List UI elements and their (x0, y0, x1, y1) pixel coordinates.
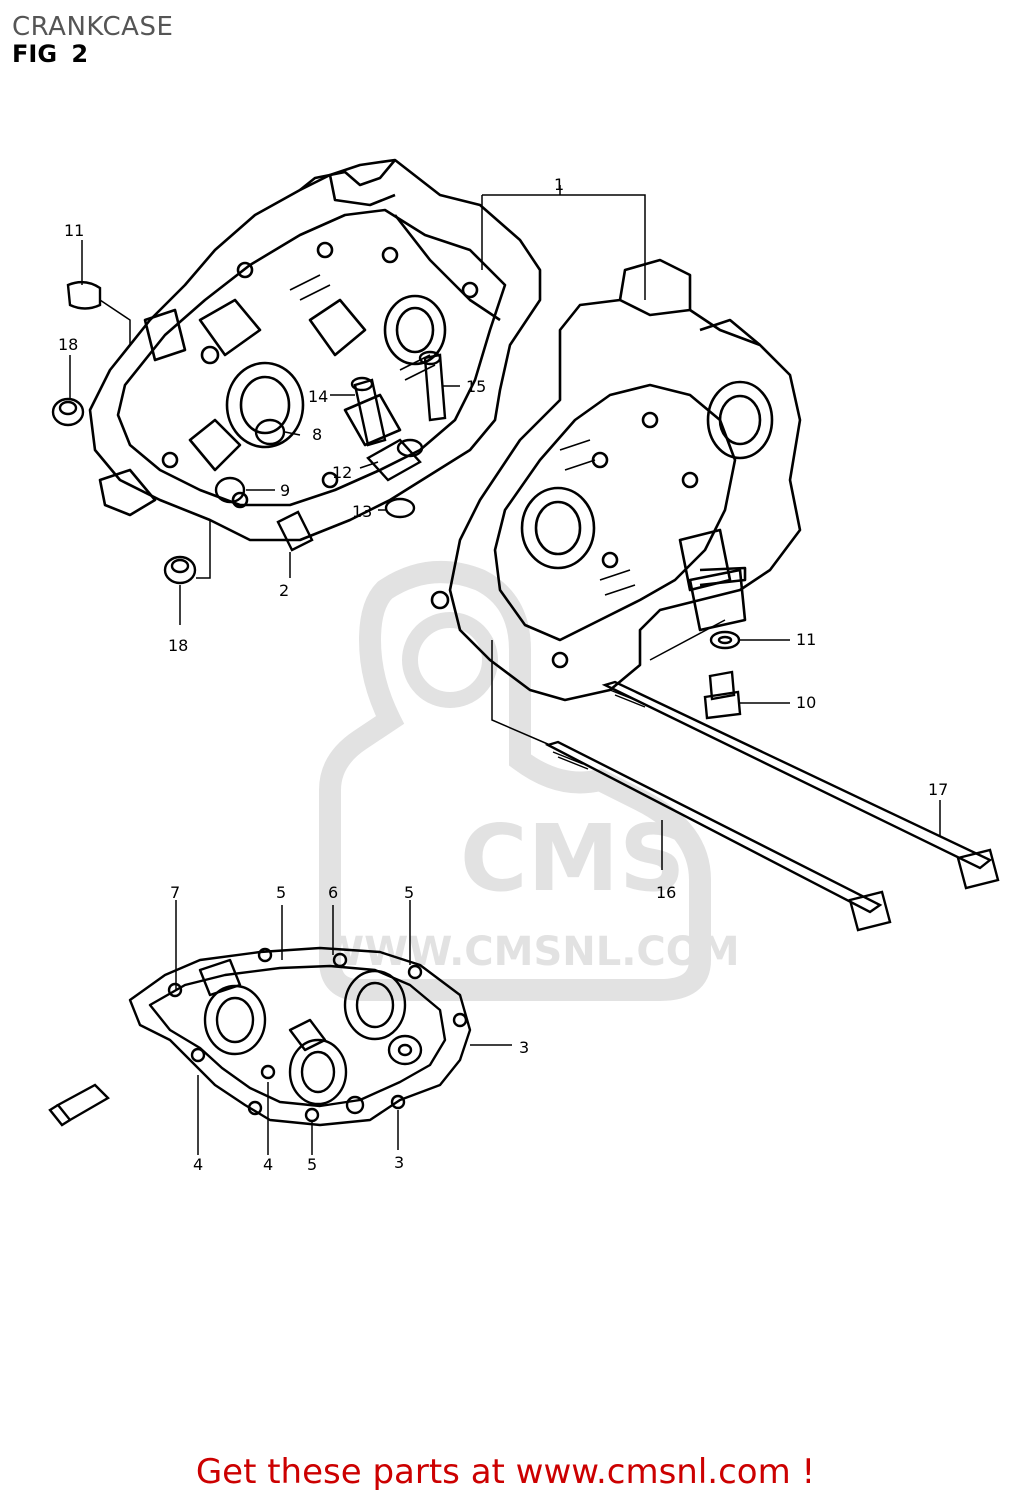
callout-5-b: 5 (404, 883, 414, 902)
crankcase-inner-view (128, 946, 472, 1127)
callout-11-top: 11 (64, 221, 84, 240)
callout-6: 6 (328, 883, 338, 902)
callout-18-top: 18 (58, 335, 78, 354)
figure-label: FIG 2 (12, 40, 89, 68)
callout-3-right: 3 (519, 1038, 529, 1057)
small-parts (51, 280, 1000, 932)
callout-2: 2 (279, 581, 289, 600)
callout-1: 1 (554, 175, 564, 194)
leader-lines (69, 185, 941, 1155)
callout-13: 13 (352, 502, 372, 521)
callout-14: 14 (308, 387, 328, 406)
callout-7: 7 (170, 883, 180, 902)
watermark-logo: CMS WWW.CMSNL.COM (319, 561, 740, 1001)
callout-11: 11 (796, 630, 816, 649)
callout-5-c: 5 (307, 1155, 317, 1174)
left-crankcase-half (88, 158, 542, 542)
callout-17: 17 (928, 780, 948, 799)
callout-12: 12 (332, 463, 352, 482)
callout-10: 10 (796, 693, 816, 712)
callout-4-a: 4 (193, 1155, 203, 1174)
callout-18-bottom: 18 (168, 636, 188, 655)
callout-15: 15 (466, 377, 486, 396)
callout-16: 16 (656, 883, 676, 902)
watermark-url: WWW.CMSNL.COM (320, 929, 740, 975)
page-title: CRANKCASE (12, 12, 174, 42)
callout-9: 9 (280, 481, 290, 500)
callout-numbers: 1 11 18 14 15 8 12 9 13 2 18 11 10 17 16… (58, 175, 948, 1174)
watermark-brand: CMS (460, 805, 685, 912)
front-arrow-icon (48, 1083, 110, 1127)
callout-5-a: 5 (276, 883, 286, 902)
get-parts-link[interactable]: Get these parts at www.cmsnl.com ! (195, 1452, 816, 1492)
callout-4-b: 4 (263, 1155, 273, 1174)
callout-3-bottom: 3 (394, 1153, 404, 1172)
right-crankcase-half (430, 258, 802, 702)
callout-8: 8 (312, 425, 322, 444)
